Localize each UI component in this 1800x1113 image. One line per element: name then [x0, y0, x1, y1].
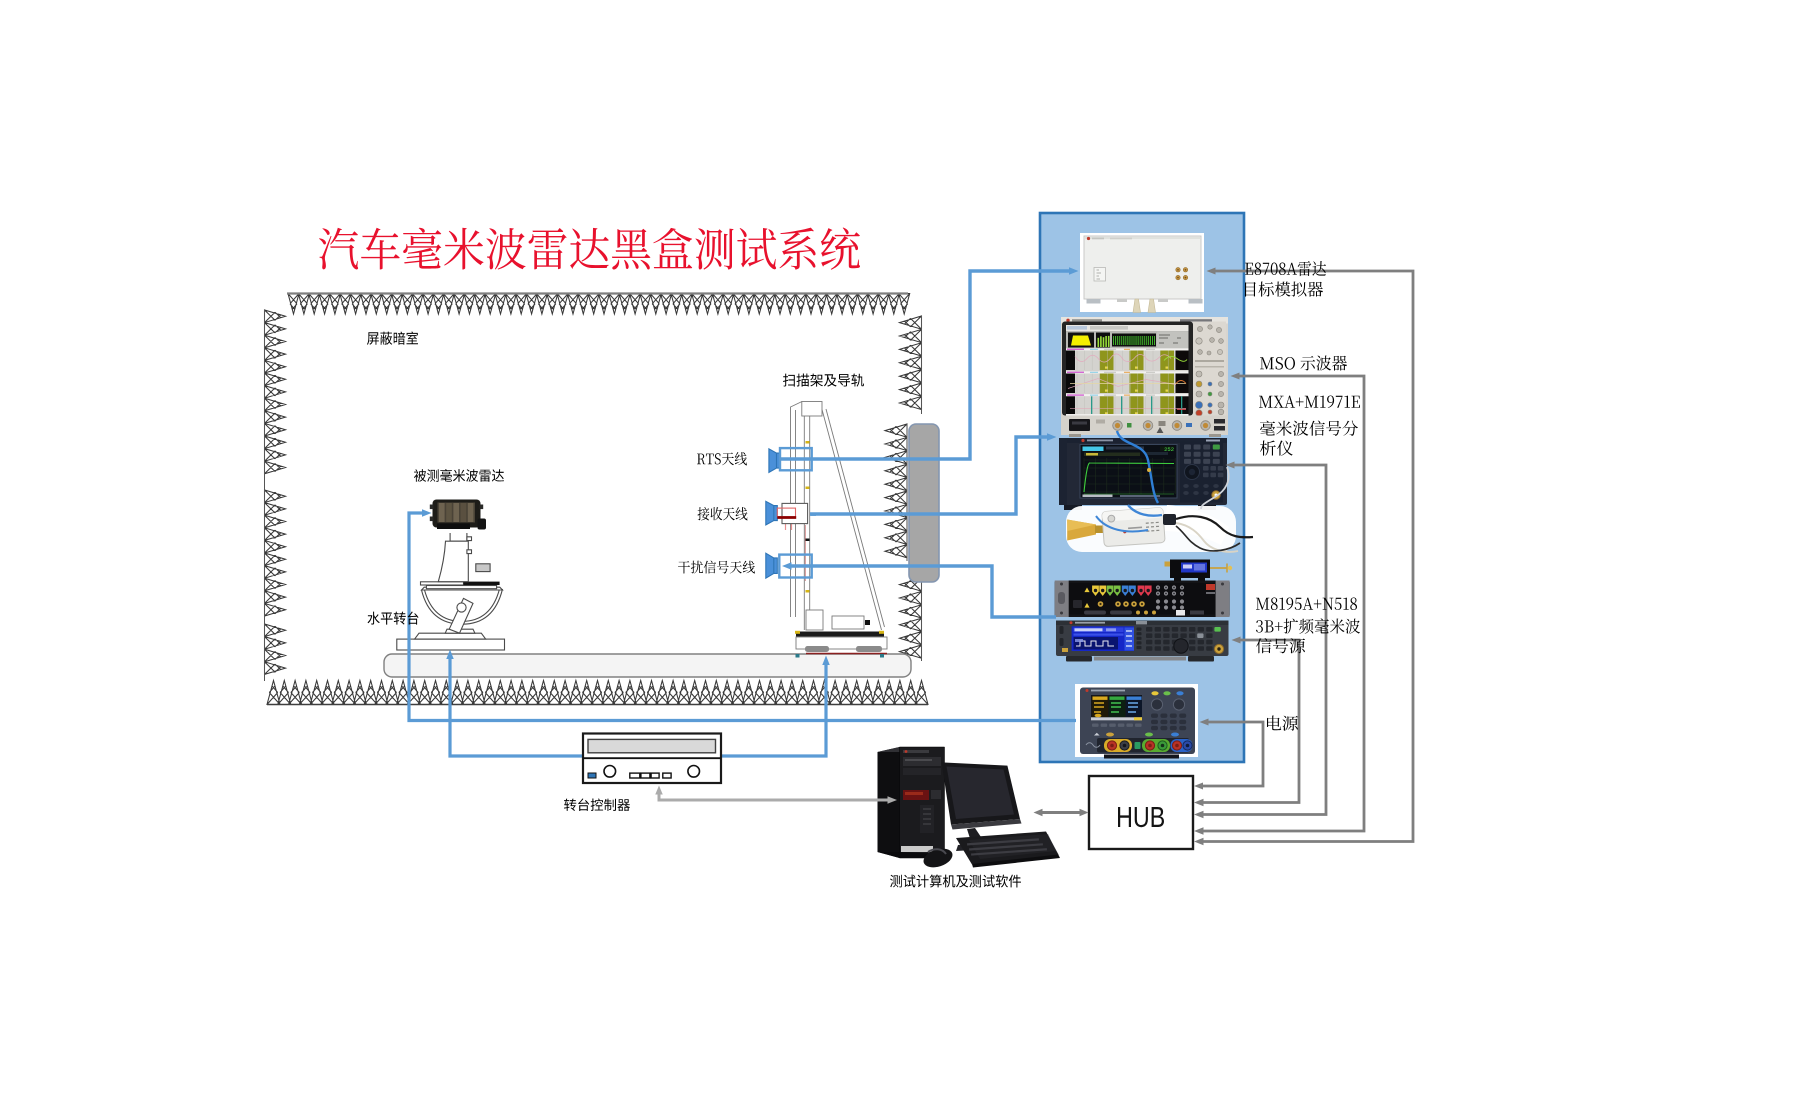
svg-text:252: 252 [1164, 446, 1174, 453]
